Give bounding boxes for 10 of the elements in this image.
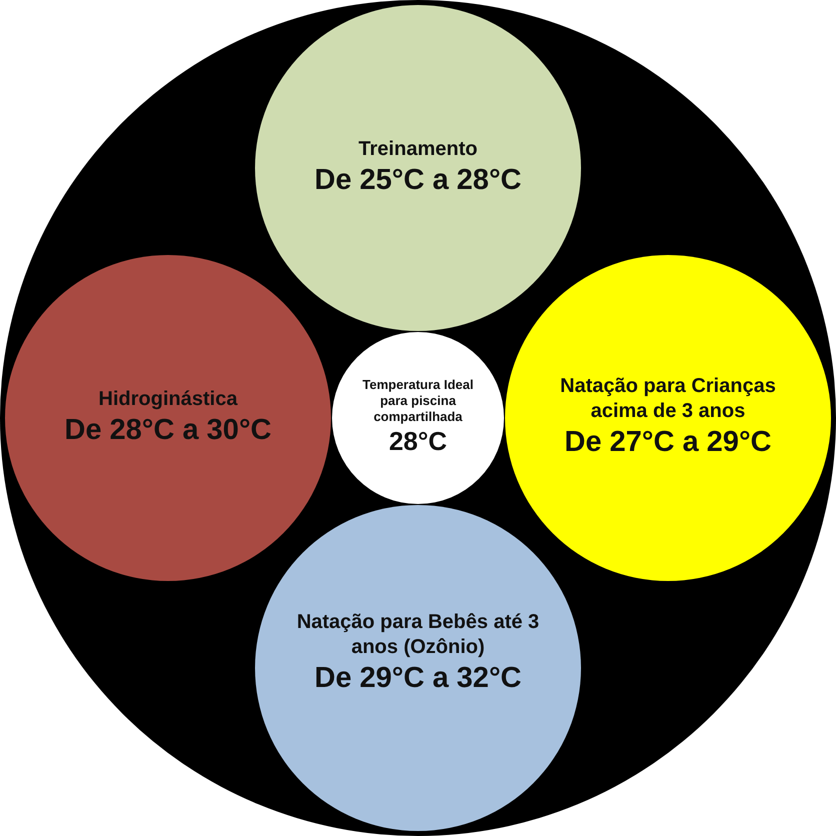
temperature-range: 28°C [388,425,448,458]
temperature-range: De 25°C a 28°C [314,162,522,198]
temperature-range: De 27°C a 29°C [564,425,772,460]
category-title: Hidroginástica [98,386,238,412]
temperature-range: De 29°C a 32°C [314,661,522,696]
category-title: Natação para Crianças acima de 3 anos [559,374,777,424]
category-title: Natação para Bebês até 3 anos (Ozônio) [296,610,540,660]
category-title: Treinamento [358,136,478,162]
temperature-range: De 28°C a 30°C [64,412,272,448]
category-title: Temperatura Ideal para piscina compartilhada [361,376,475,426]
